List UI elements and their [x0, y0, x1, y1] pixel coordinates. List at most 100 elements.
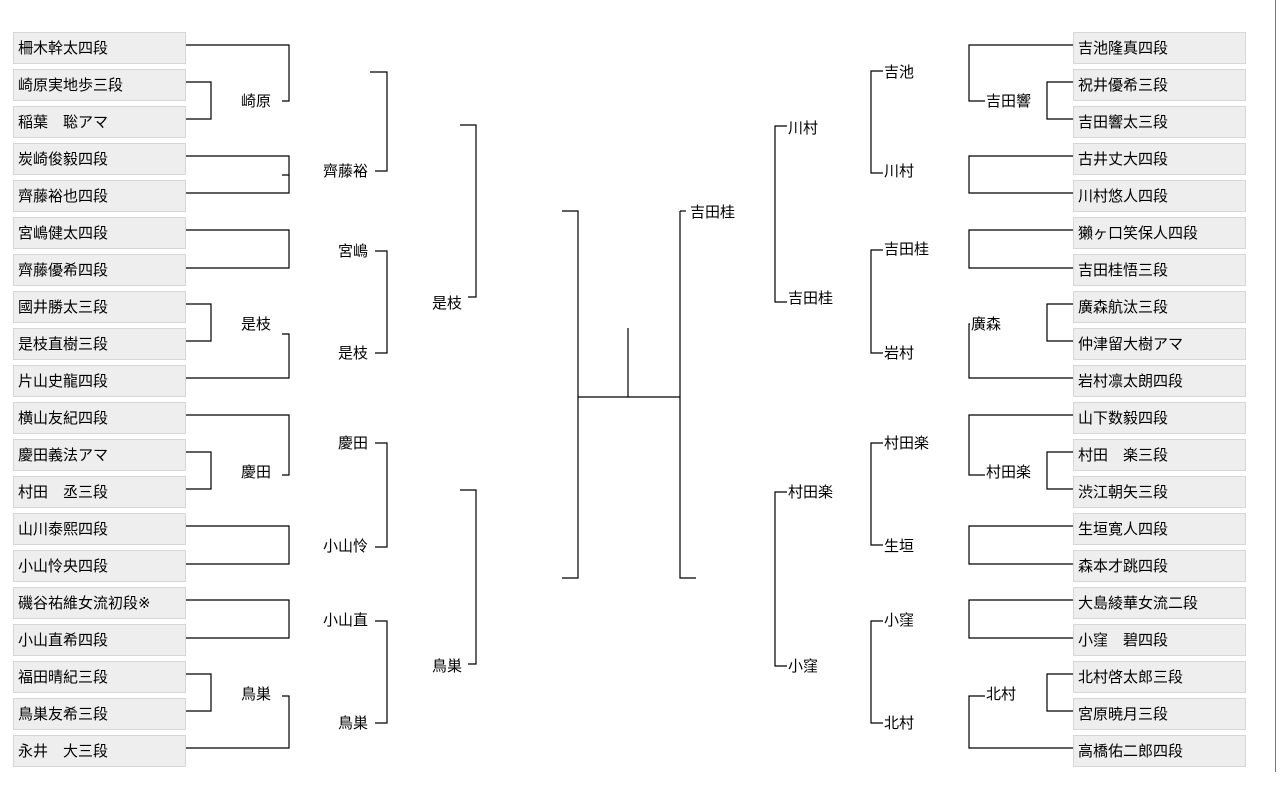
- player-left-3: 稲葉 聡アマ: [13, 106, 186, 138]
- winner-left-r1-4: 鳥巣: [239, 684, 272, 704]
- winner-right-r2-5: 村田楽: [883, 433, 931, 453]
- winner-left-r2-7: 鳥巣: [336, 713, 369, 733]
- player-left-6: 宮嶋健太四段: [13, 217, 186, 249]
- connector-line-17: [375, 620, 388, 724]
- connector-line-2: [186, 81, 212, 120]
- player-left-13: 村田 丞三段: [13, 476, 186, 508]
- player-right-20: 高橋佑二郎四段: [1073, 735, 1246, 767]
- connector-line-16: [375, 442, 388, 548]
- winner-right-r1-4: 北村: [985, 684, 1018, 704]
- winner-right-r2-6: 生垣: [883, 536, 916, 556]
- player-left-7: 齊藤優希四段: [13, 254, 186, 286]
- player-right-5: 川村悠人四段: [1073, 180, 1246, 212]
- player-right-18: 北村啓太郎三段: [1073, 661, 1246, 693]
- connector-line-25: [774, 125, 793, 303]
- connector-line-29: [870, 442, 887, 546]
- player-right-17: 小窪 碧四段: [1073, 624, 1246, 656]
- connector-line-26: [774, 491, 793, 667]
- connector-line-19: [460, 489, 477, 665]
- player-right-8: 廣森航汰三段: [1073, 291, 1246, 323]
- player-right-16: 大島綾華女流二段: [1073, 587, 1246, 619]
- connector-line-18: [460, 124, 477, 298]
- connector-line-42: [968, 695, 1073, 749]
- player-right-2: 祝井優希三段: [1073, 69, 1246, 101]
- player-right-14: 生垣寛人四段: [1073, 513, 1246, 545]
- connector-line-10: [186, 525, 290, 565]
- player-right-10: 岩村凛太朗四段: [1073, 365, 1246, 397]
- player-right-12: 村田 楽三段: [1073, 439, 1246, 471]
- player-left-4: 炭崎俊毅四段: [13, 143, 186, 175]
- player-right-13: 渋江朝矢三段: [1073, 476, 1246, 508]
- winner-right-r2-2: 川村: [883, 161, 916, 181]
- connector-line-27: [870, 70, 887, 174]
- connector-line-8: [186, 414, 290, 476]
- connector-line-37: [968, 414, 1073, 476]
- connector-line-13: [186, 695, 290, 749]
- winner-right-r3-2: 吉田桂: [787, 288, 835, 308]
- connector-line-31: [968, 44, 1073, 102]
- winner-right-r1-1: 吉田響: [985, 91, 1033, 111]
- player-right-6: 獺ヶ口笑保人四段: [1073, 217, 1246, 249]
- winner-left-r3-2: 鳥巣: [430, 656, 463, 676]
- connector-line-32: [1046, 81, 1073, 120]
- connector-line-6: [186, 303, 212, 342]
- player-left-20: 永井 大三段: [13, 735, 186, 767]
- winner-left-r2-4: 慶田: [336, 433, 369, 453]
- connector-line-23: [679, 211, 696, 579]
- connector-line-39: [968, 525, 1073, 565]
- connector-line-20: [562, 210, 579, 579]
- winner-right-r1-3: 村田楽: [985, 462, 1033, 482]
- connector-line-30: [870, 620, 887, 724]
- player-left-5: 齊藤裕也四段: [13, 180, 186, 212]
- winner-left-r2-2: 宮嶋: [336, 241, 369, 261]
- player-left-19: 鳥巣友希三段: [13, 698, 186, 730]
- player-left-15: 小山怜央四段: [13, 550, 186, 582]
- player-left-2: 崎原実地歩三段: [13, 69, 186, 101]
- connector-line-15: [375, 250, 388, 354]
- winner-right-r3-1: 川村: [787, 118, 820, 138]
- winner-right-r2-4: 岩村: [883, 343, 916, 363]
- player-left-1: 柵木幹太四段: [13, 32, 186, 64]
- player-right-9: 仲津留大樹アマ: [1073, 328, 1246, 360]
- winner-left-r2-1: 齊藤裕: [321, 161, 369, 181]
- player-right-4: 古井丈大四段: [1073, 143, 1246, 175]
- player-left-18: 福田晴紀三段: [13, 661, 186, 693]
- player-left-14: 山川泰熙四段: [13, 513, 186, 545]
- player-left-17: 小山直希四段: [13, 624, 186, 656]
- connector-line-5: [186, 229, 290, 269]
- connector-line-3: [186, 155, 290, 176]
- connector-line-7: [186, 333, 290, 379]
- connector-line-11: [186, 599, 290, 639]
- winner-left-r2-6: 小山直: [321, 610, 369, 630]
- winner-right-r3-4: 小窪: [787, 656, 820, 676]
- player-left-10: 片山史龍四段: [13, 365, 186, 397]
- player-right-3: 吉田響太三段: [1073, 106, 1246, 138]
- connector-line-9: [186, 451, 212, 490]
- player-left-8: 國井勝太三段: [13, 291, 186, 323]
- connector-line-33: [968, 155, 1073, 194]
- connector-line-1: [186, 44, 290, 102]
- winner-right-r4-1: 吉田桂: [689, 202, 737, 222]
- connector-line-40: [968, 599, 1073, 639]
- player-left-9: 是枝直樹三段: [13, 328, 186, 360]
- winner-left-r2-3: 是枝: [336, 343, 369, 363]
- winner-right-r1-2: 廣森: [970, 314, 1003, 334]
- winner-left-r1-3: 慶田: [239, 462, 272, 482]
- connector-line-4: [186, 175, 290, 194]
- winner-left-r2-5: 小山怜: [321, 536, 369, 556]
- connector-line-38: [1046, 451, 1073, 490]
- player-left-12: 慶田義法アマ: [13, 439, 186, 471]
- winner-left-r1-2: 是枝: [239, 314, 272, 334]
- winner-left-r1-1: 崎原: [239, 91, 272, 111]
- player-left-16: 磯谷祐維女流初段※: [13, 587, 186, 619]
- winner-right-r3-3: 村田楽: [787, 482, 835, 502]
- connector-line-35: [1046, 303, 1073, 342]
- player-right-7: 吉田桂悟三段: [1073, 254, 1246, 286]
- player-left-11: 横山友紀四段: [13, 402, 186, 434]
- player-right-19: 宮原暁月三段: [1073, 698, 1246, 730]
- winner-right-r2-7: 小窪: [883, 610, 916, 630]
- winner-right-r2-1: 吉池: [883, 62, 916, 82]
- player-right-11: 山下数毅四段: [1073, 402, 1246, 434]
- winner-left-r3-1: 是枝: [430, 293, 463, 313]
